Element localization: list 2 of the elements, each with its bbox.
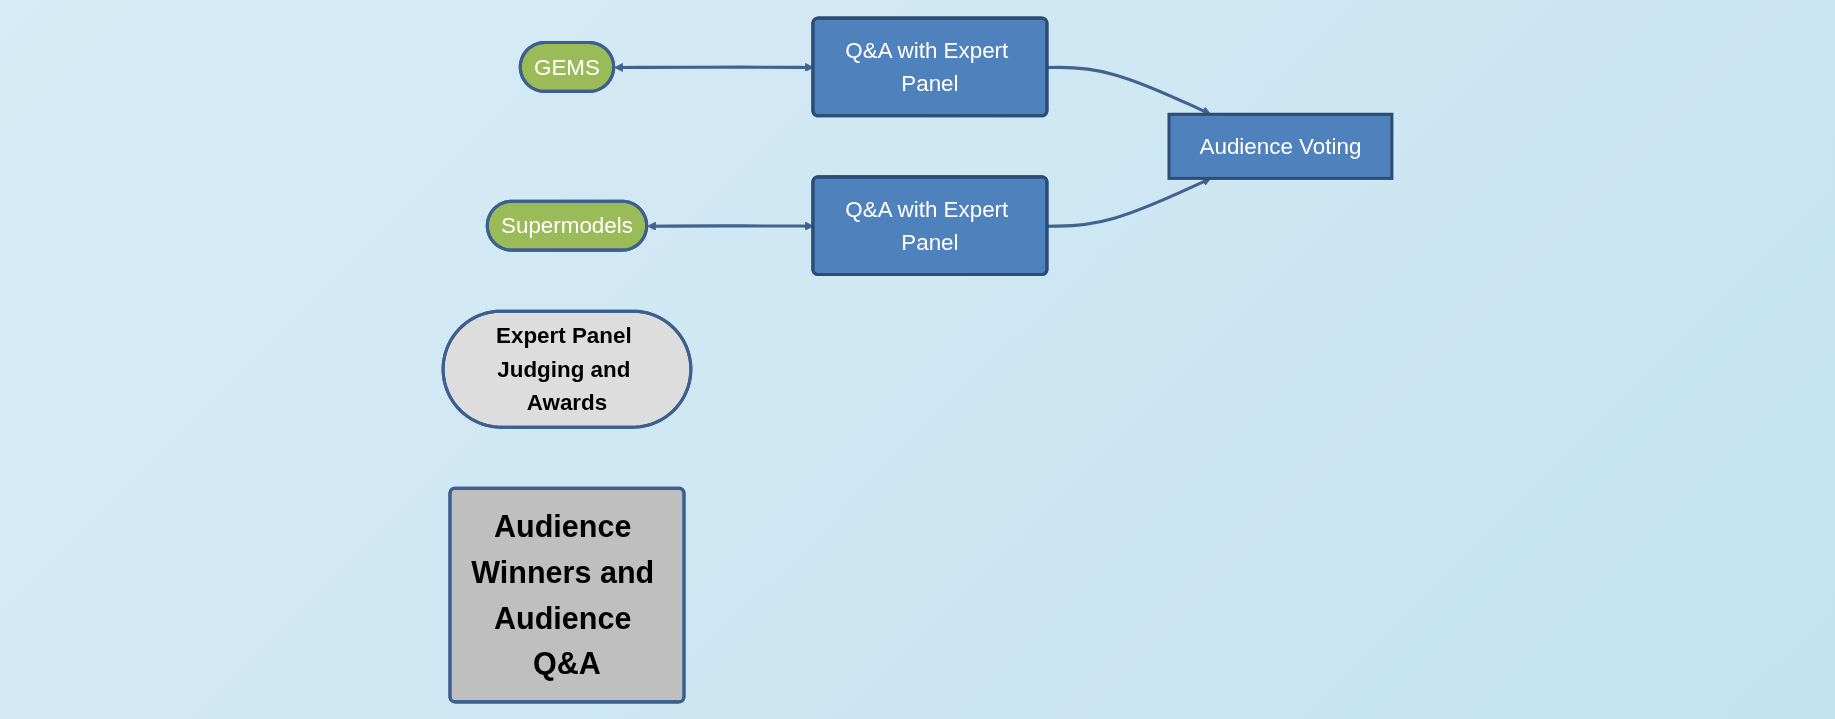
node-box: Audience Voting	[1167, 112, 1394, 180]
arrow	[1047, 177, 1212, 228]
